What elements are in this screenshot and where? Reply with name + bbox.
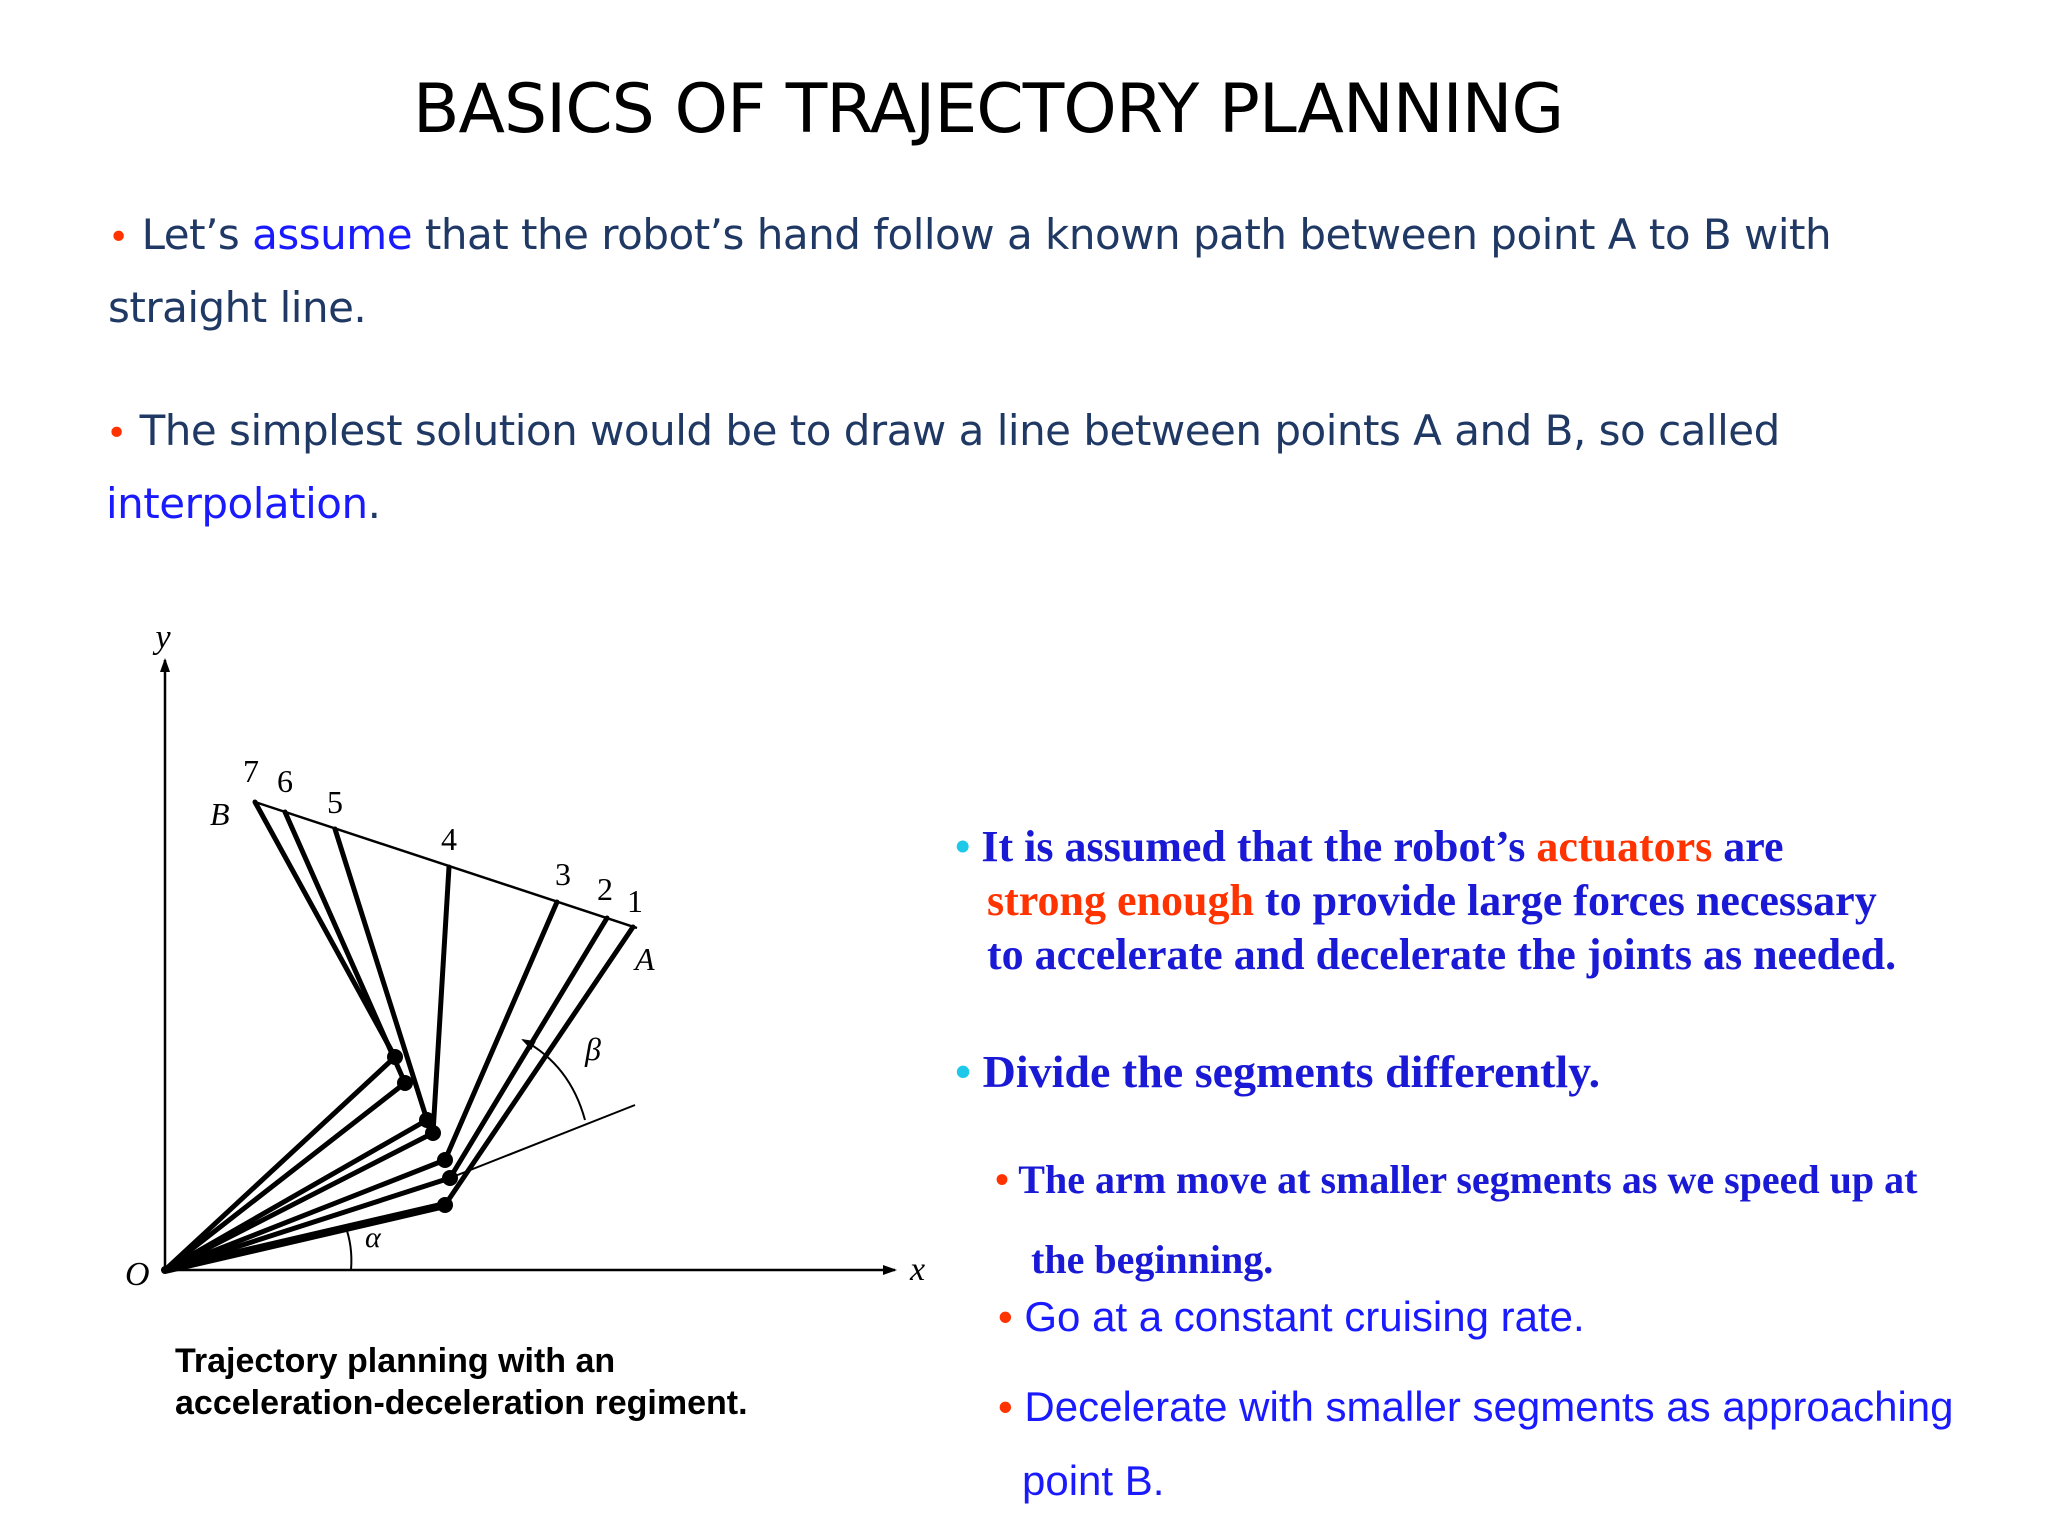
bullet-icon: • [106, 413, 127, 454]
sub-bullet-speed-up: • The arm move at smaller segments as we… [995, 1140, 2035, 1300]
sub-bullet-decelerate: • Decelerate with smaller segments as ap… [998, 1370, 1954, 1518]
y-axis-label: y [152, 620, 171, 656]
joint-4 [425, 1125, 441, 1141]
page-title: BASICS OF TRAJECTORY PLANNING [412, 70, 1564, 149]
index-labels: 7 6 5 4 3 2 1 [243, 753, 643, 919]
upper-links [252, 799, 636, 1208]
elbow-joints [387, 1049, 458, 1213]
para2-post: . [367, 479, 381, 528]
speed-up-line2: the beginning. [1031, 1237, 1274, 1282]
beta-arc [521, 1039, 586, 1121]
para1-post: that the robot’s hand follow a known pat… [412, 210, 1832, 259]
lower-link-7 [162, 1054, 398, 1273]
para2-line1: The simplest solution would be to draw a… [139, 406, 1781, 455]
lower-link-4 [162, 1130, 436, 1273]
bullet-actuators: • It is assumed that the robot’s actuato… [955, 820, 2025, 982]
bullet-icon: • [955, 822, 971, 871]
joint-3 [437, 1152, 453, 1168]
bullet-icon: • [108, 217, 129, 258]
lower-links [161, 1054, 453, 1274]
cruise-text: Go at a constant cruising rate. [1024, 1293, 1585, 1340]
index-label-6: 6 [277, 763, 293, 799]
paragraph-interpolation: • The simplest solution would be to draw… [106, 396, 1966, 539]
speed-up-line1: The arm move at smaller segments as we s… [1018, 1157, 1918, 1202]
index-label-2: 2 [597, 871, 613, 907]
index-label-3: 3 [555, 856, 571, 892]
beta-reference-line [449, 1104, 636, 1179]
joint-5 [419, 1112, 435, 1128]
bullet-icon: • [998, 1293, 1013, 1340]
decelerate-line1: Decelerate with smaller segments as appr… [1024, 1383, 1954, 1430]
joint-7 [387, 1049, 403, 1065]
upper-link-6 [282, 809, 408, 1086]
joint-6 [397, 1075, 413, 1091]
bullet-icon: • [998, 1383, 1013, 1430]
index-label-7: 7 [243, 753, 259, 789]
lower-link-3 [162, 1157, 448, 1273]
origin-label: O [125, 1256, 150, 1293]
upper-link-5 [332, 826, 430, 1123]
upper-link-2 [447, 915, 610, 1181]
actuators-mid: are [1712, 822, 1784, 871]
trajectory-diagram: y x O B A β α 7 [125, 620, 925, 1293]
lower-link-1 [161, 1201, 449, 1274]
keyword-actuators: actuators [1536, 822, 1713, 871]
bullet-icon: • [995, 1157, 1010, 1202]
keyword-interpolation: interpolation [106, 479, 368, 528]
para1-pre: Let’s [141, 210, 253, 259]
sub-bullet-cruise: • Go at a constant cruising rate. [998, 1293, 1585, 1341]
alpha-arc [344, 1224, 353, 1271]
index-label-4: 4 [441, 821, 457, 857]
point-a-label: A [633, 941, 655, 977]
upper-link-7 [252, 799, 398, 1060]
divide-text: Divide the segments differently. [982, 1046, 1601, 1097]
actuators-line3: to accelerate and decelerate the joints … [987, 930, 1897, 979]
actuators-pre: It is assumed that the robot’s [981, 822, 1537, 871]
para1-line2: straight line. [108, 283, 367, 332]
lower-link-2 [162, 1175, 453, 1273]
index-label-1: 1 [627, 883, 643, 919]
figure-caption: Trajectory planning with an acceleration… [175, 1340, 748, 1424]
joint-1 [437, 1197, 453, 1213]
keyword-strong-enough: strong enough [987, 876, 1254, 925]
beta-label: β [584, 1031, 601, 1067]
bullet-icon: • [955, 1046, 972, 1097]
keyword-assume: assume [252, 210, 413, 259]
decelerate-line2: point B. [1022, 1457, 1165, 1504]
x-axis-label: x [909, 1251, 925, 1288]
index-label-5: 5 [327, 784, 343, 820]
point-b-label: B [210, 796, 230, 832]
lower-link-6 [162, 1080, 408, 1273]
paragraph-assume: • Let’s assume that the robot’s hand fol… [108, 200, 1968, 343]
path-line [254, 800, 638, 930]
upper-link-3 [442, 899, 560, 1163]
bullet-divide: • Divide the segments differently. [955, 1045, 1600, 1098]
caption-line1: Trajectory planning with an [175, 1342, 616, 1380]
caption-line2: acceleration-deceleration regiment. [175, 1384, 748, 1422]
upper-link-4 [430, 864, 452, 1136]
upper-link-1 [442, 924, 636, 1208]
actuators-post: to provide large forces necessary [1253, 876, 1877, 925]
alpha-label: α [365, 1221, 382, 1254]
